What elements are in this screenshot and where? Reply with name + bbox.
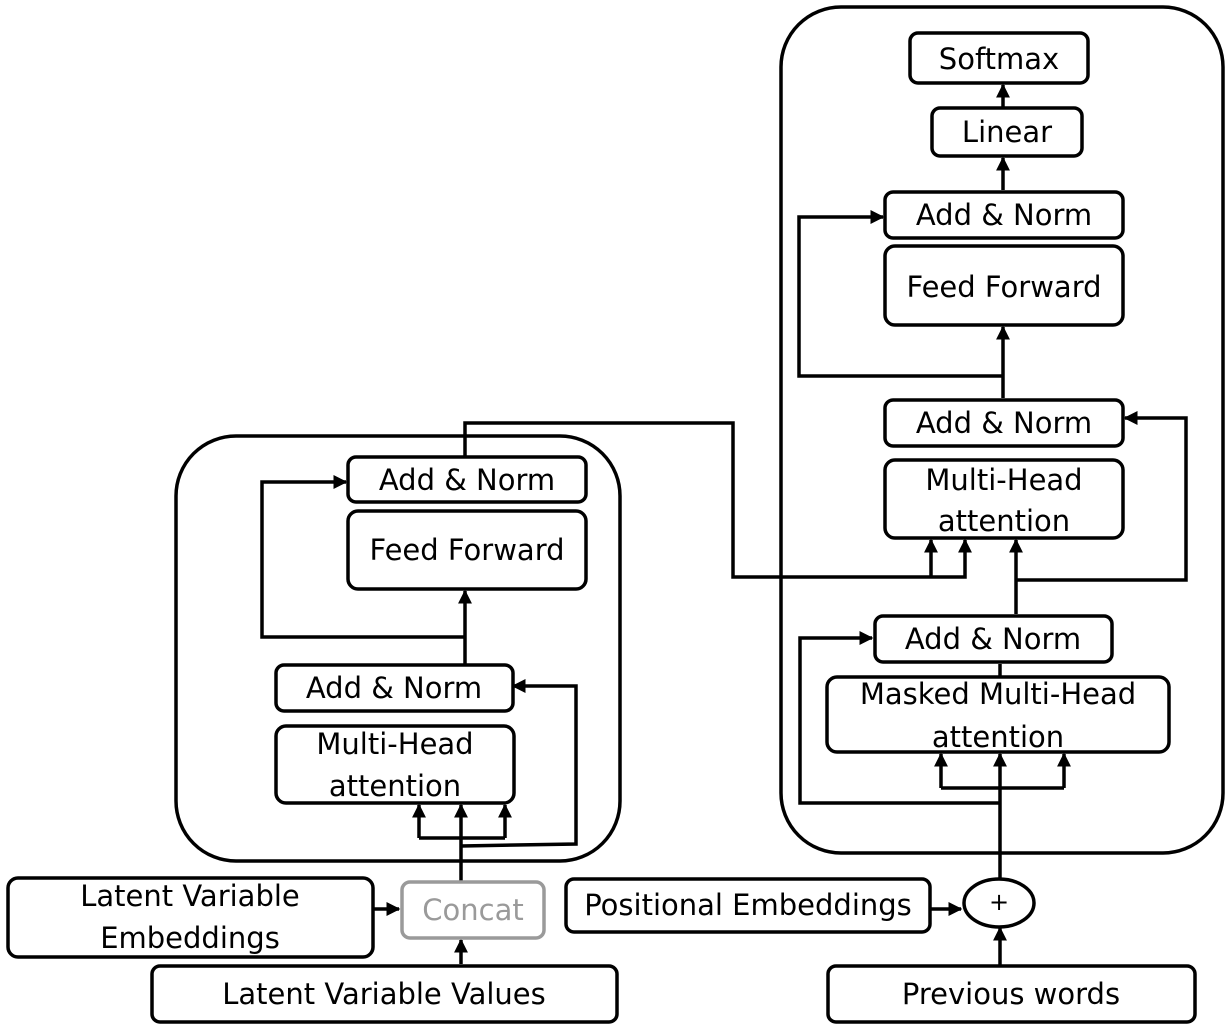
encoder-add-norm-top-label: Add & Norm xyxy=(379,463,555,497)
encoder-attention-label-line2: attention xyxy=(329,769,461,803)
concat-block: Concat xyxy=(400,880,546,940)
wire-decoder-residual-mid xyxy=(1016,411,1188,582)
previous-words-block: Previous words xyxy=(826,964,1197,1024)
decoder-add-norm-bottom-label: Add & Norm xyxy=(905,622,1081,656)
encoder-add-norm-bottom-label: Add & Norm xyxy=(306,671,482,705)
wire-encoder-residual-top xyxy=(260,475,465,639)
wire-decoder-residual-bottom xyxy=(798,631,1000,805)
latent-embeddings-block: Latent Variable Embeddings xyxy=(6,876,375,959)
linear-block: Linear xyxy=(930,106,1084,158)
encoder-container xyxy=(174,434,622,863)
plus-icon: + xyxy=(989,888,1009,916)
decoder-feed-forward-block: Feed Forward xyxy=(883,244,1125,327)
previous-words-label: Previous words xyxy=(902,977,1120,1011)
decoder-add-norm-top-block: Add & Norm xyxy=(883,190,1125,240)
latent-values-label: Latent Variable Values xyxy=(222,977,546,1011)
softmax-block: Softmax xyxy=(908,31,1090,85)
decoder-feed-forward-label: Feed Forward xyxy=(906,270,1101,304)
wire-encoder-residual-bottom xyxy=(460,679,578,848)
encoder-attention-label-line1: Multi-Head xyxy=(316,727,473,761)
decoder-add-norm-bottom-block: Add & Norm xyxy=(873,614,1114,664)
concat-label: Concat xyxy=(422,893,523,927)
latent-embeddings-label-line1: Latent Variable xyxy=(80,879,300,913)
encoder-add-norm-bottom-block: Add & Norm xyxy=(274,663,515,713)
latent-values-block: Latent Variable Values xyxy=(150,964,619,1024)
encoder-attention-block: Multi-Head attention xyxy=(274,724,516,805)
latent-embeddings-label-line2: Embeddings xyxy=(100,921,280,955)
masked-attention-label-line2: attention xyxy=(932,720,1064,754)
wire-decoder-residual-top xyxy=(797,210,1003,378)
positional-embeddings-block: Positional Embeddings xyxy=(564,877,932,934)
decoder-container xyxy=(779,5,1225,855)
decoder-cross-attention-block: Multi-Head attention xyxy=(883,458,1125,540)
linear-label: Linear xyxy=(962,115,1052,149)
decoder-cross-attention-label-line2: attention xyxy=(938,504,1070,538)
decoder-add-norm-mid-block: Add & Norm xyxy=(883,398,1125,448)
masked-attention-block: Masked Multi-Head attention xyxy=(825,675,1171,754)
decoder-cross-attention-label-line1: Multi-Head xyxy=(925,463,1082,497)
positional-embeddings-label: Positional Embeddings xyxy=(584,888,912,922)
encoder-add-norm-top-block: Add & Norm xyxy=(346,455,588,504)
wire-encoder-output-to-decoder xyxy=(463,421,972,579)
softmax-label: Softmax xyxy=(939,42,1059,76)
decoder-add-norm-top-label: Add & Norm xyxy=(916,198,1092,232)
encoder-feed-forward-block: Feed Forward xyxy=(346,509,588,591)
decoder-add-norm-mid-label: Add & Norm xyxy=(916,406,1092,440)
plus-node: + xyxy=(962,877,1036,929)
encoder-feed-forward-label: Feed Forward xyxy=(369,533,564,567)
masked-attention-label-line1: Masked Multi-Head xyxy=(860,677,1136,711)
